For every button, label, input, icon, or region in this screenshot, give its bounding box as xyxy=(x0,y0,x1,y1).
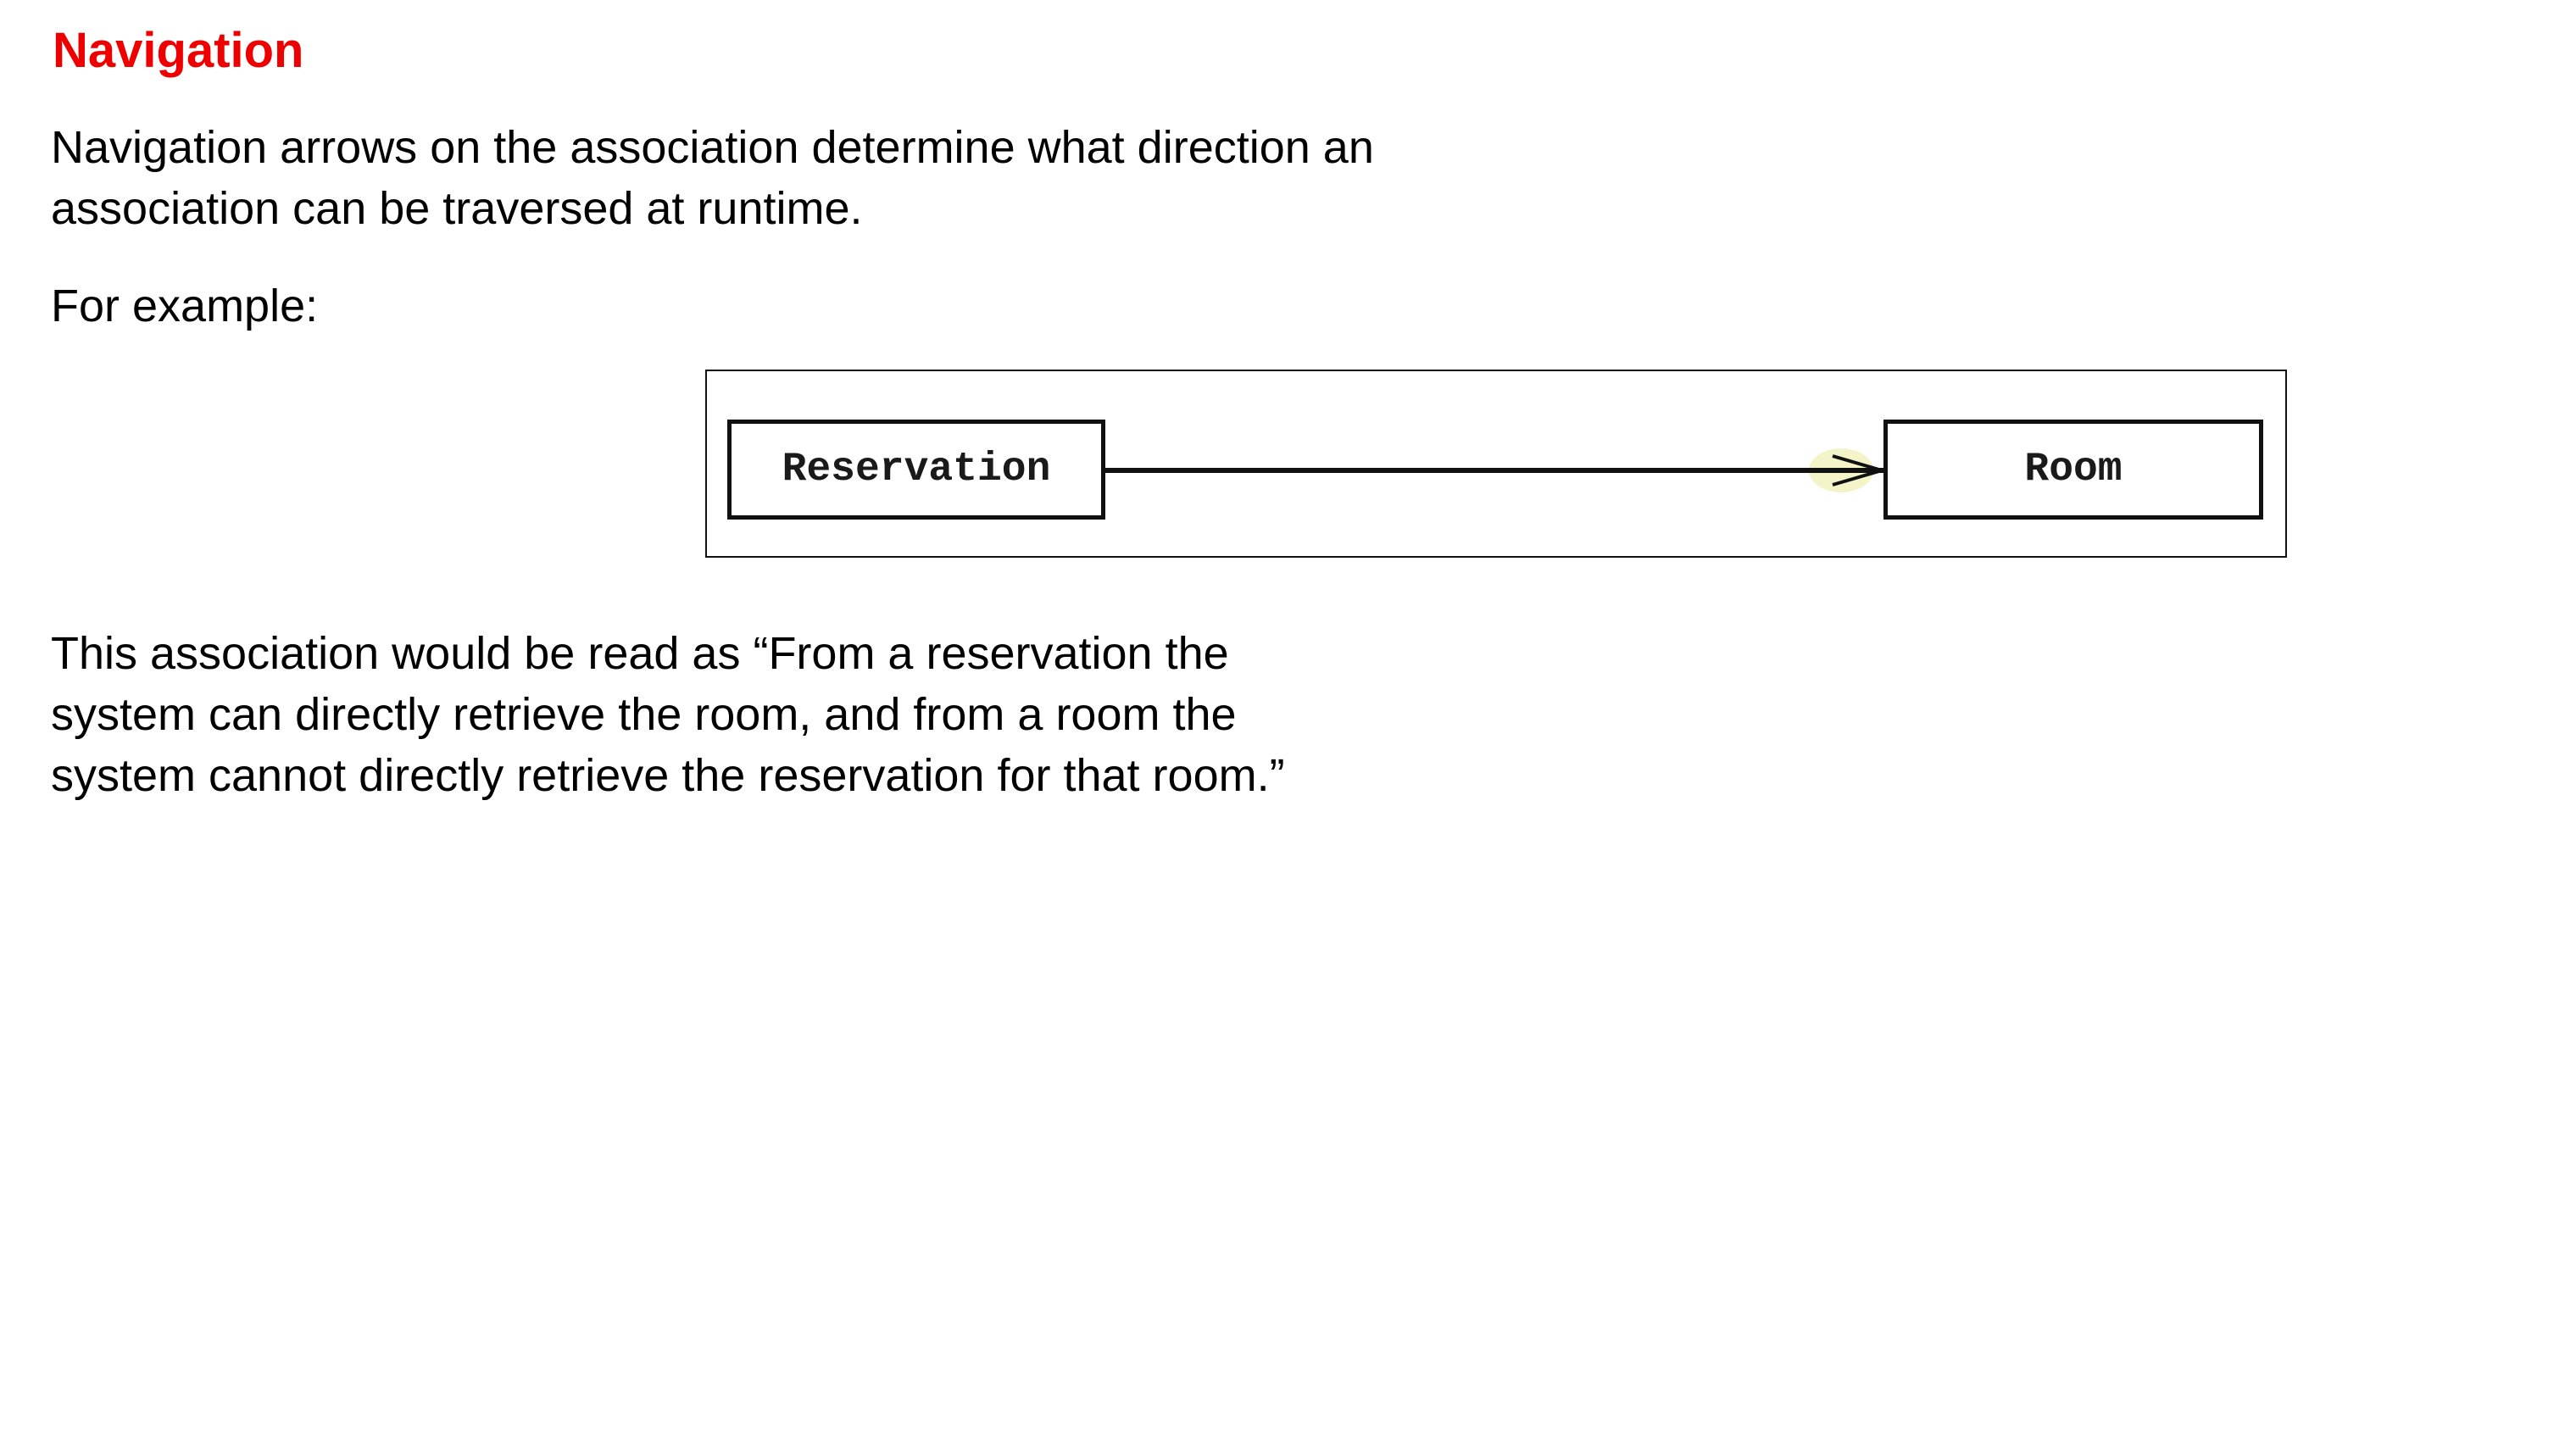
uml-association-diagram: Reservation Room xyxy=(705,370,2287,558)
intro-line: Navigation arrows on the association det… xyxy=(51,122,1374,173)
slide-title: Navigation xyxy=(53,23,304,78)
class-box-reservation: Reservation xyxy=(727,420,1105,520)
intro-paragraph: Navigation arrows on the association det… xyxy=(51,117,1374,239)
class-name-reservation: Reservation xyxy=(782,447,1051,492)
association-arrow-layer xyxy=(1105,448,1889,492)
class-name-room: Room xyxy=(2024,447,2123,492)
explanation-line: system can directly retrieve the room, a… xyxy=(51,689,1237,740)
example-lead: For example: xyxy=(51,275,318,336)
explanation-line: This association would be read as “From … xyxy=(51,628,1229,679)
example-lead-text: For example: xyxy=(51,281,319,331)
class-box-room: Room xyxy=(1883,420,2263,520)
explanation-line: system cannot directly retrieve the rese… xyxy=(51,750,1285,801)
intro-line: association can be traversed at runtime. xyxy=(51,183,863,234)
navigation-arrowhead xyxy=(1832,454,1889,487)
explanation-paragraph: This association would be read as “From … xyxy=(51,623,1285,806)
